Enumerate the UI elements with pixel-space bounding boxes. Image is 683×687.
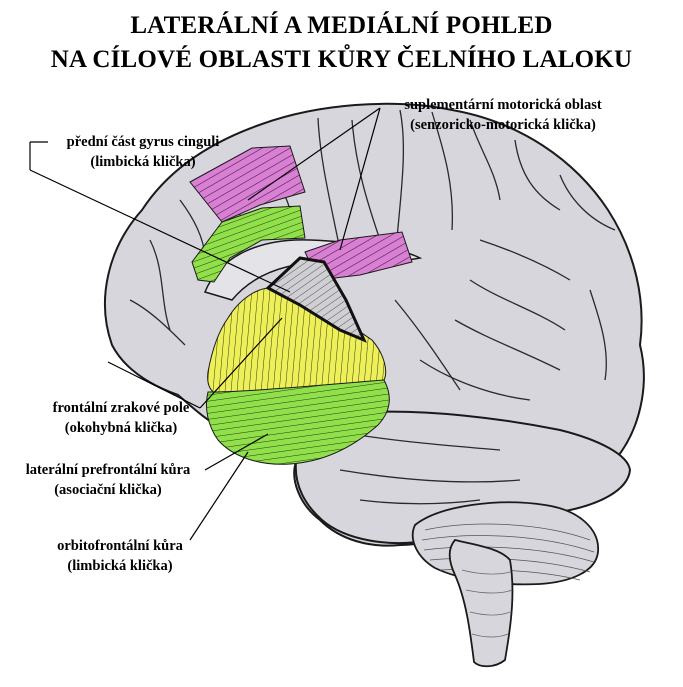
label-sma-line2: (senzoricko-motorická klička) [410, 117, 596, 133]
label-lateral-prefrontal: laterální prefrontální kůra (asociační k… [10, 460, 206, 500]
title-line-1: LATERÁLNÍ A MEDIÁLNÍ POHLED [130, 12, 553, 39]
label-dlpfc-line1: laterální prefrontální kůra [25, 462, 191, 478]
label-cingulate-line1: přední část gyrus cinguli [66, 134, 220, 150]
label-cingulate-line2: (limbická klička) [90, 154, 196, 170]
label-ofc-line2: (limbická klička) [67, 558, 173, 574]
label-cingulate: přední část gyrus cinguli (limbická klič… [48, 132, 238, 172]
label-ofc-line1: orbitofrontální kůra [57, 538, 183, 554]
brainstem [448, 538, 514, 668]
region-medial-green [191, 205, 306, 283]
label-frontal-eye-field: frontální zrakové pole (okohybná klička) [36, 398, 206, 438]
label-orbitofrontal: orbitofrontální kůra (limbická klička) [38, 536, 202, 576]
leader-lines [29, 107, 381, 541]
label-sma: suplementární motorická oblast (senzoric… [372, 95, 634, 135]
title-line-2: NA CÍLOVÉ OBLASTI KŮRY ČELNÍHO LALOKU [50, 46, 633, 73]
label-fef-line1: frontální zrakové pole [52, 400, 190, 416]
gyri-sulci [129, 109, 616, 505]
label-sma-line1: suplementární motorická oblast [404, 97, 602, 113]
label-dlpfc-line2: (asociační klička) [54, 482, 162, 498]
label-fef-line2: (okohybná klička) [64, 420, 178, 436]
region-medial-outline [265, 256, 367, 343]
